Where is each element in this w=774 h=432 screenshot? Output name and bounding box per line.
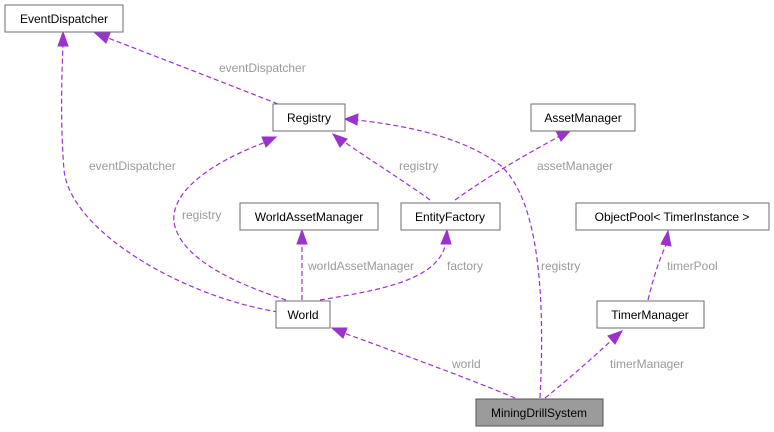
edge-mining-drill-to-timer-manager: [544, 339, 613, 399]
arrowhead-world-to-entity-factory: [440, 228, 452, 245]
node-label-registry: Registry: [287, 111, 331, 125]
arrowhead-mining-drill-to-world: [330, 327, 348, 339]
node-label-asset-manager: AssetManager: [544, 111, 621, 125]
node-label-event-dispatcher: EventDispatcher: [20, 12, 108, 26]
edge-mining-drill-to-registry: [356, 119, 543, 399]
arrowhead-timer-manager-to-object-pool: [660, 229, 672, 247]
edge-label-mining-drill-world: world: [451, 357, 481, 371]
node-asset-manager[interactable]: AssetManager: [530, 103, 636, 132]
edge-entity-factory-to-registry: [342, 140, 431, 201]
node-registry[interactable]: Registry: [272, 103, 346, 132]
edge-world-to-registry: [173, 141, 287, 301]
edge-label-world-registry: registry: [182, 208, 221, 222]
node-mining-drill-system[interactable]: MiningDrillSystem: [475, 398, 604, 427]
node-label-mining-drill-system: MiningDrillSystem: [491, 406, 587, 420]
arrowhead-entity-factory-to-asset-manager: [555, 129, 573, 142]
edge-label-mining-drill-timer-manager: timerManager: [610, 357, 684, 371]
node-object-pool[interactable]: ObjectPool< TimerInstance >: [575, 202, 770, 231]
edge-label-world-event-dispatcher: eventDispatcher: [89, 159, 176, 173]
edge-mining-drill-to-world: [343, 332, 516, 399]
edge-label-world-entity-factory: factory: [447, 259, 483, 273]
node-world[interactable]: World: [275, 300, 331, 329]
edge-timer-manager-to-object-pool: [647, 244, 667, 301]
node-label-world-asset-manager: WorldAssetManager: [255, 210, 364, 224]
node-event-dispatcher[interactable]: EventDispatcher: [4, 4, 124, 33]
arrowhead-world-to-event-dispatcher: [57, 30, 69, 47]
edge-label-entity-factory-registry: registry: [399, 159, 438, 173]
arrowhead-entity-factory-to-registry: [331, 133, 348, 148]
edge-world-to-event-dispatcher: [61, 43, 279, 313]
node-label-entity-factory: EntityFactory: [415, 210, 485, 224]
edge-label-mining-drill-registry: registry: [541, 259, 580, 273]
node-timer-manager[interactable]: TimerManager: [596, 300, 705, 329]
edge-registry-to-event-dispatcher: [107, 37, 279, 105]
edge-label-entity-factory-asset-manager: assetManager: [537, 159, 613, 173]
arrowhead-mining-drill-to-registry: [343, 113, 359, 126]
edge-label-timer-manager-object-pool: timerPool: [667, 259, 718, 273]
node-world-asset-manager[interactable]: WorldAssetManager: [239, 202, 379, 231]
edge-world-to-entity-factory: [319, 241, 447, 301]
node-label-object-pool: ObjectPool< TimerInstance >: [595, 210, 750, 224]
edge-label-world-world-asset-manager: worldAssetManager: [307, 259, 414, 273]
arrowhead-world-to-registry: [261, 136, 278, 148]
edge-label-registry-event-dispatcher: eventDispatcher: [219, 61, 306, 75]
node-label-world: World: [287, 308, 318, 322]
arrowhead-registry-to-event-dispatcher: [93, 32, 111, 44]
node-entity-factory[interactable]: EntityFactory: [400, 202, 501, 231]
arrowhead-world-to-world-asset-manager: [296, 228, 308, 245]
node-label-timer-manager: TimerManager: [611, 308, 689, 322]
arrowhead-mining-drill-to-timer-manager: [607, 330, 624, 345]
